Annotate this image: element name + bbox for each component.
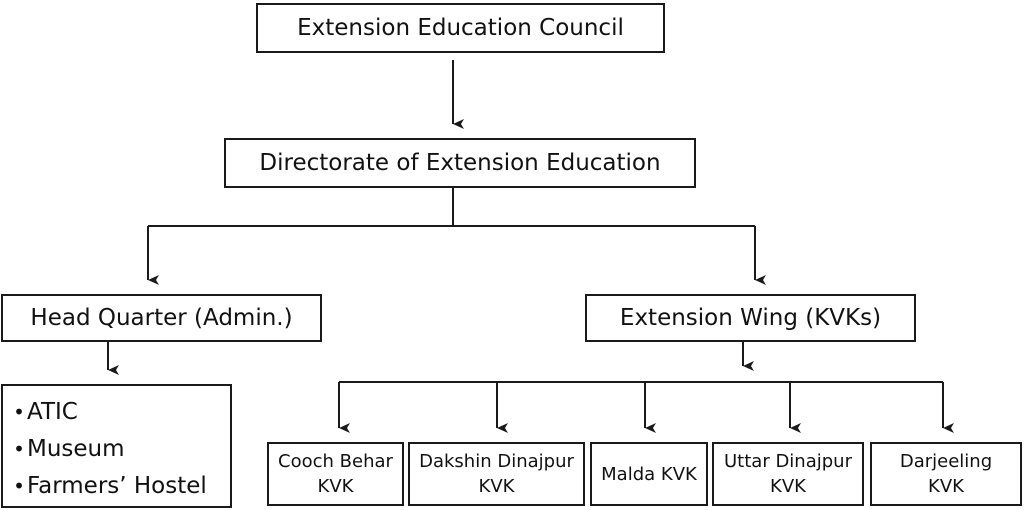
node-kvk-darjeeling: Darjeeling KVK [870, 442, 1022, 506]
service-item: • Farmers’ Hostel [11, 468, 207, 505]
service-item: • Museum [11, 431, 125, 468]
service-label: Museum [27, 436, 125, 462]
service-item: • ATIC [11, 394, 78, 431]
node-kvk-malda: Malda KVK [590, 442, 708, 506]
kvk-suffix-line: KVK [928, 476, 964, 497]
bullet-icon: • [13, 437, 25, 461]
node-kvk-cooch-behar: Cooch Behar KVK [267, 442, 404, 506]
node-extension-wing: Extension Wing (KVKs) [585, 294, 916, 342]
node-label: Head Quarter (Admin.) [30, 305, 293, 331]
node-label: Directorate of Extension Education [259, 150, 661, 176]
node-label: Extension Education Council [297, 15, 624, 41]
kvk-name-line: Dakshin Dinajpur [419, 451, 574, 472]
kvk-suffix-line: KVK [770, 476, 806, 497]
kvk-name-line: Darjeeling [899, 451, 993, 472]
kvk-suffix-line: KVK [317, 476, 354, 497]
kvk-suffix-line: KVK [478, 476, 515, 497]
kvk-name-line: Cooch Behar [278, 451, 393, 472]
service-label: Farmers’ Hostel [27, 473, 207, 499]
bullet-icon: • [13, 474, 25, 498]
node-label: Extension Wing (KVKs) [619, 305, 882, 331]
bullet-icon: • [13, 400, 25, 424]
node-extension-education-council: Extension Education Council [256, 3, 665, 53]
kvk-name-line: Uttar Dinajpur [724, 451, 852, 472]
node-kvk-dakshin-dinajpur: Dakshin Dinajpur KVK [408, 442, 585, 506]
service-label: ATIC [27, 399, 78, 425]
node-head-quarter: Head Quarter (Admin.) [1, 294, 322, 342]
kvk-name-line: Malda KVK [601, 463, 697, 485]
node-directorate-of-extension-education: Directorate of Extension Education [224, 138, 696, 188]
node-hq-services: • ATIC • Museum • Farmers’ Hostel [1, 384, 232, 508]
node-kvk-uttar-dinajpur: Uttar Dinajpur KVK [712, 442, 864, 506]
